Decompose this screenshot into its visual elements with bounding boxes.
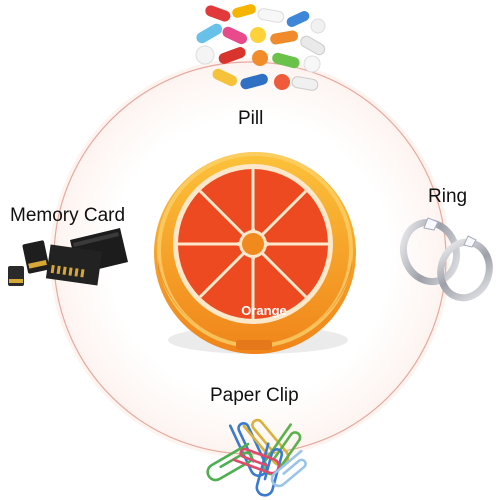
ring-image [400, 217, 493, 302]
label-memory-card: Memory Card [10, 205, 126, 226]
orange-brand-label: Orange [241, 303, 287, 318]
label-paper-clip: Paper Clip [210, 385, 299, 406]
pills-image [195, 4, 326, 91]
paper-clip-image [206, 418, 307, 497]
memory-card-image [8, 228, 128, 286]
orange-pill-case [154, 152, 356, 354]
label-ring: Ring [428, 186, 468, 207]
label-pill: Pill [238, 108, 264, 129]
